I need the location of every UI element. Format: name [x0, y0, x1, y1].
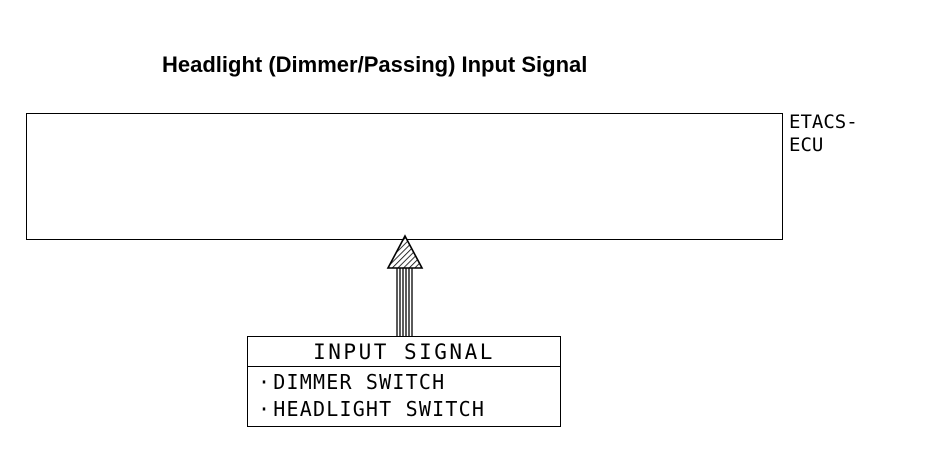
- list-item: ·DIMMER SWITCH: [258, 369, 560, 396]
- etacs-ecu-label: ETACS- ECU: [789, 111, 858, 157]
- list-item-label: DIMMER SWITCH: [273, 370, 446, 394]
- page-title: Headlight (Dimmer/Passing) Input Signal: [162, 52, 588, 77]
- etacs-ecu-label-line1: ETACS-: [789, 111, 858, 133]
- input-signal-arrow-icon: [386, 234, 424, 338]
- input-signal-list: ·DIMMER SWITCH ·HEADLIGHT SWITCH: [248, 367, 560, 423]
- list-item: ·HEADLIGHT SWITCH: [258, 396, 560, 423]
- bullet-icon: ·: [258, 397, 272, 421]
- etacs-ecu-block: [26, 113, 783, 240]
- input-signal-header-label: INPUT SIGNAL: [313, 339, 495, 364]
- input-signal-header: INPUT SIGNAL: [248, 337, 560, 367]
- list-item-label: HEADLIGHT SWITCH: [273, 397, 486, 421]
- bullet-icon: ·: [258, 370, 272, 394]
- input-signal-block: INPUT SIGNAL ·DIMMER SWITCH ·HEADLIGHT S…: [247, 336, 561, 427]
- etacs-ecu-label-line2: ECU: [789, 134, 824, 156]
